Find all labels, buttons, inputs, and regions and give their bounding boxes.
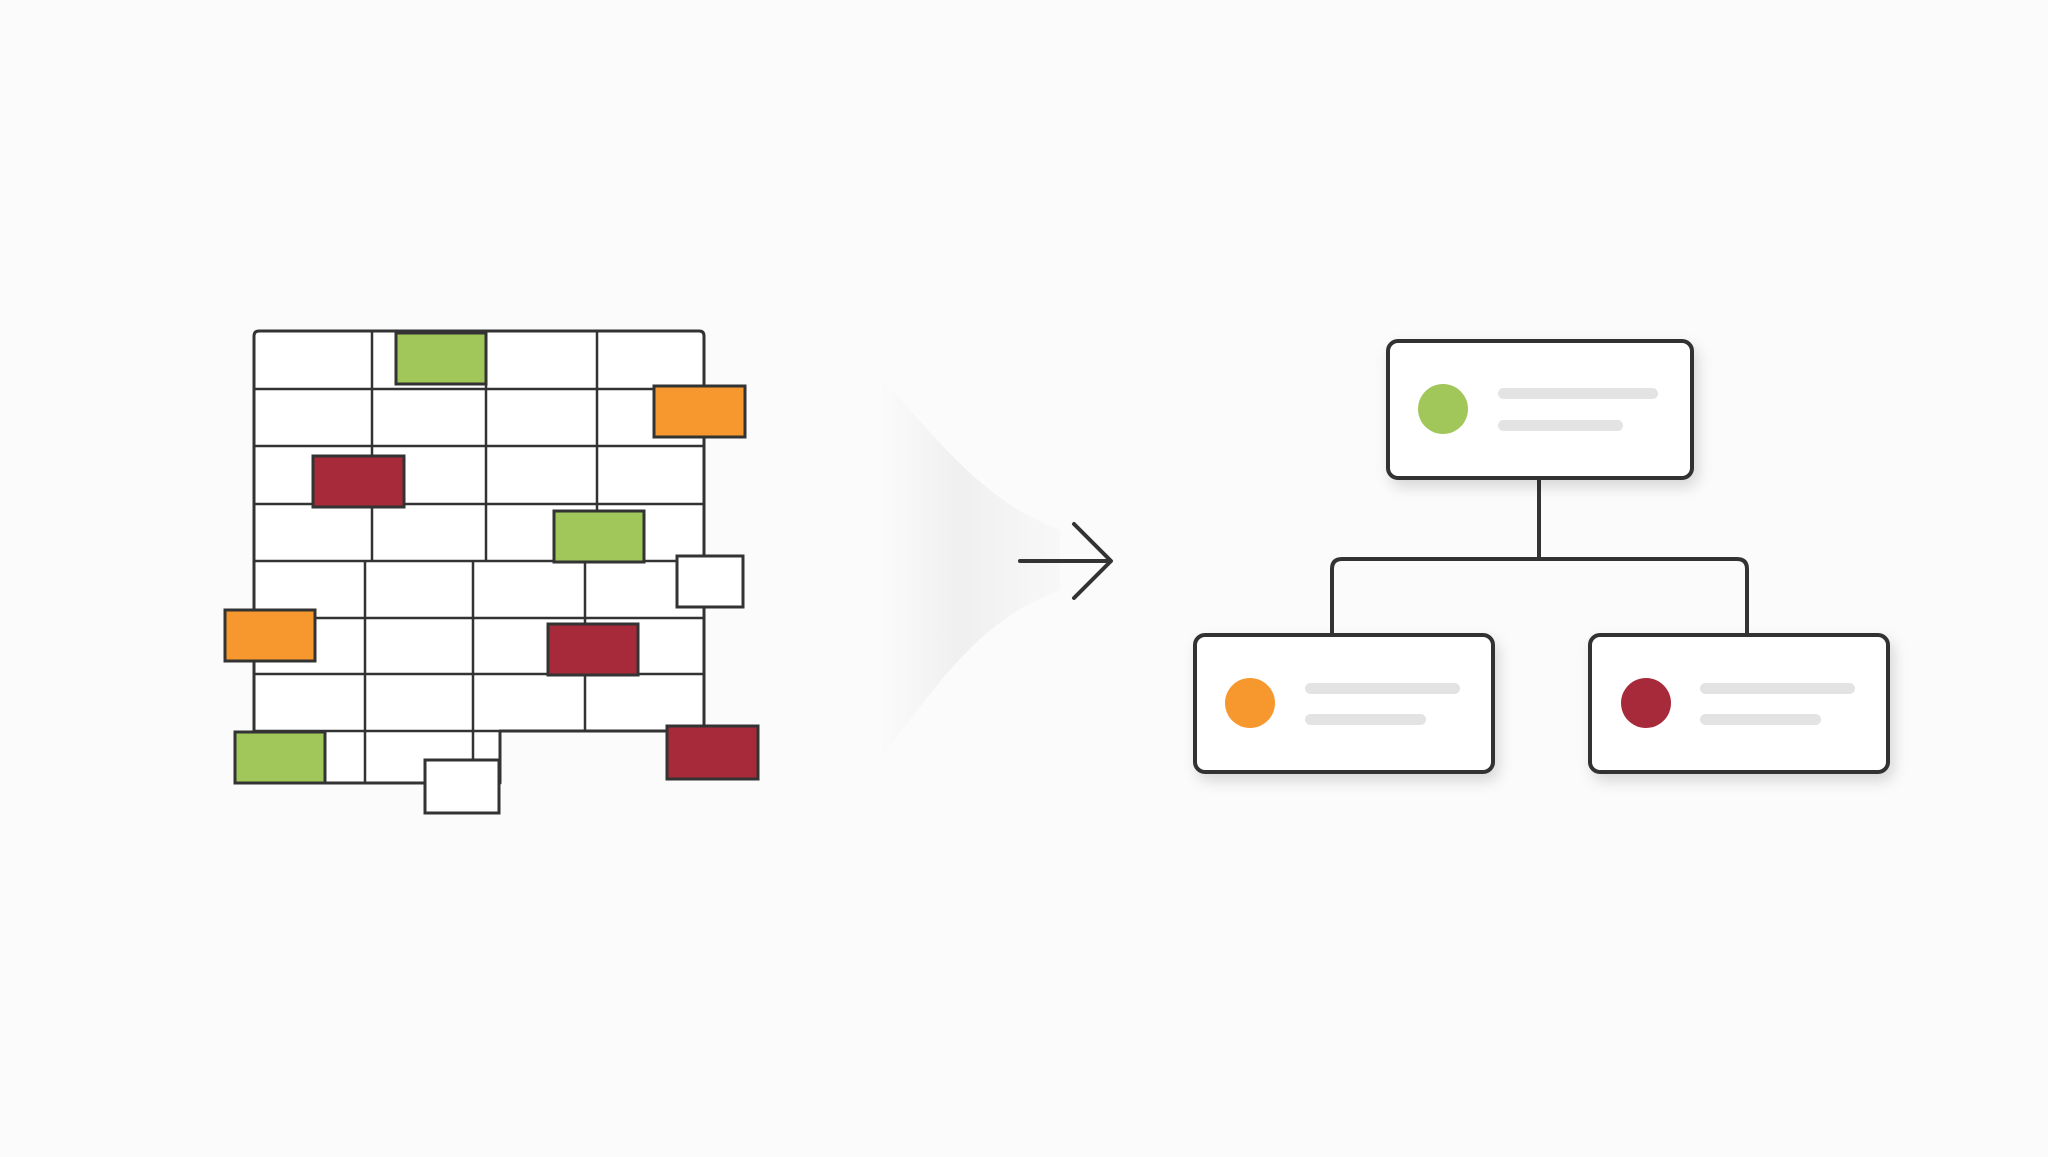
status-indicator-dot xyxy=(1621,678,1671,728)
status-indicator-dot xyxy=(1225,678,1275,728)
text-placeholder-line xyxy=(1700,714,1821,725)
grid-cell-green xyxy=(552,509,646,564)
text-placeholder-line xyxy=(1498,388,1658,399)
status-indicator-dot xyxy=(1418,384,1468,434)
grid-cell-red xyxy=(665,724,760,781)
text-placeholder-line xyxy=(1700,683,1855,694)
node-card xyxy=(1193,633,1495,774)
tree-node-root xyxy=(1386,339,1694,480)
tree-connectors xyxy=(1330,478,1749,635)
text-placeholder-line xyxy=(1305,714,1426,725)
grid-cell-green xyxy=(233,730,327,785)
grid-cell-orange xyxy=(652,384,747,439)
messy-grid xyxy=(223,329,760,815)
text-placeholder-line xyxy=(1498,420,1623,431)
connector-branch xyxy=(1330,557,1749,635)
funnel-shape xyxy=(880,378,1060,760)
grid-cell-green xyxy=(394,331,488,386)
node-card xyxy=(1386,339,1694,480)
grid-cell-orange xyxy=(223,608,317,663)
node-card xyxy=(1588,633,1890,774)
grid-cell-red xyxy=(546,622,640,677)
arrow-right-icon xyxy=(1018,522,1113,600)
text-placeholder-line xyxy=(1305,683,1460,694)
tree-node-child-left xyxy=(1193,633,1495,774)
grid-cell-white xyxy=(423,758,501,815)
grid-cell-red xyxy=(311,454,406,509)
grid-cell-white xyxy=(675,554,745,609)
tree-node-child-right xyxy=(1588,633,1890,774)
